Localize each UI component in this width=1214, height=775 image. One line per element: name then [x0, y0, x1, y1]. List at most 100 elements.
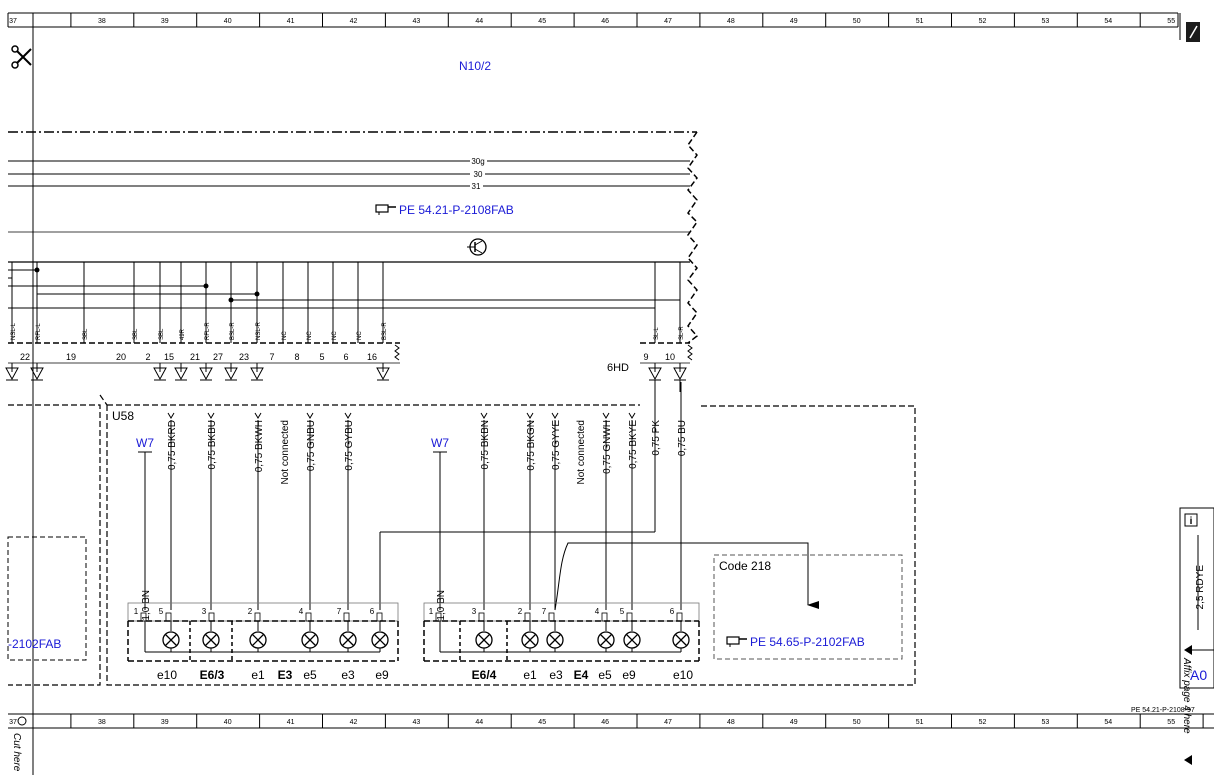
lamp-icon	[623, 631, 641, 649]
connector-pin: 9	[643, 352, 648, 362]
ruler-number: 44	[475, 18, 483, 25]
lamp-pin: 6	[670, 607, 675, 616]
n10-2-box	[8, 131, 699, 344]
top-ruler	[7, 12, 1179, 28]
ruler-number: 55	[1167, 18, 1175, 25]
connector-pin: 19	[66, 352, 76, 362]
lamp-pin: 2	[518, 607, 523, 616]
top-reference-link[interactable]: PE 54.21-P-2108FAB	[399, 203, 514, 217]
connector-pin: 8	[294, 352, 299, 362]
terminal-icon	[306, 412, 314, 419]
lamp-icon	[202, 631, 220, 649]
cut-here-label: Cut here	[11, 733, 22, 772]
lamp-pin: 5	[159, 607, 164, 616]
pointing-hand-icon	[375, 204, 396, 215]
ruler-number: 53	[1042, 18, 1050, 25]
connector-pin: 20	[116, 352, 126, 362]
lamp-label: e1	[251, 668, 265, 682]
lamp-label: e10	[157, 668, 177, 682]
signal-tag: NC	[282, 331, 288, 340]
code-218-reference-link[interactable]: PE 54.65-P-2102FAB	[750, 635, 865, 649]
terminal-icon	[254, 412, 262, 419]
ruler-number: 54	[1104, 18, 1112, 25]
cut-marker	[17, 716, 27, 726]
signal-tag: RFL-L	[36, 323, 42, 340]
lamp-pin: 5	[620, 607, 625, 616]
pen-icon	[1186, 22, 1200, 42]
lamp-pin: 2	[248, 607, 253, 616]
supply-buses	[8, 160, 690, 187]
lamp-pin: 6	[370, 607, 375, 616]
ruler-number: 43	[413, 18, 421, 25]
lamp-pin: 7	[337, 607, 342, 616]
arrow-left-icon[interactable]	[1184, 755, 1192, 765]
wire-label: 0,75 BKRD	[167, 420, 178, 470]
ruler-number: 45	[538, 719, 546, 726]
lamp-label: e9	[622, 668, 636, 682]
ruler-number: 50	[853, 18, 861, 25]
terminal-triangle-icon	[250, 367, 264, 381]
terminal-icon	[628, 412, 636, 419]
left-external-box	[7, 536, 87, 661]
connector-terminals	[5, 363, 687, 392]
terminal-triangle-icon	[174, 367, 188, 381]
lamp-pin: 3	[472, 607, 477, 616]
ruler-number: 55	[1167, 719, 1175, 726]
code-218-label: Code 218	[719, 559, 771, 573]
signal-tag: BSL-R	[230, 322, 236, 340]
ruler-number: 42	[350, 719, 358, 726]
ruler-number: 41	[287, 719, 295, 726]
ruler-number: 53	[1042, 719, 1050, 726]
ruler-number: 51	[916, 719, 924, 726]
bus-31-label: 31	[472, 182, 481, 191]
scissors-icon	[11, 45, 32, 69]
lamp-label: E3	[278, 668, 293, 682]
connector-pin: 6	[343, 352, 348, 362]
ruler-number: 37	[9, 18, 17, 25]
left-reference-link[interactable]: -2102FAB	[8, 637, 61, 651]
terminal-triangle-icon	[5, 367, 19, 381]
internal-wiring	[8, 267, 681, 343]
ruler-number: 49	[790, 719, 798, 726]
arrow-left-icon[interactable]	[1184, 645, 1192, 655]
wire-label: 0,75 GNWH	[602, 420, 613, 474]
terminal-triangle-icon	[153, 367, 167, 381]
connector-break-right	[687, 344, 693, 361]
lamp-pin: 1	[134, 607, 139, 616]
side-tag: A0	[1190, 667, 1207, 683]
info-icon[interactable]	[1184, 513, 1198, 527]
lamp-symbols	[162, 621, 690, 652]
connector-pin: 10	[665, 352, 675, 362]
bus-30g-label: 30g	[471, 157, 484, 166]
terminal-triangle-icon	[648, 367, 662, 381]
lamp-pin: 4	[595, 607, 600, 616]
ruler-number: 38	[98, 18, 106, 25]
bottom-ruler-ticks: 3738394041424344454647484950515253545556	[9, 714, 1204, 728]
side-wire-label: 2,5 RDYE	[1195, 565, 1206, 610]
connector-pin: 16	[367, 352, 377, 362]
wire-label: 0,75 GNBU	[306, 420, 317, 471]
ruler-number: 48	[727, 18, 735, 25]
ruler-number: 40	[224, 719, 232, 726]
left-ground-label: W7	[136, 436, 154, 450]
connector-pin: 7	[269, 352, 274, 362]
terminal-triangle-icon	[376, 367, 390, 381]
ruler-number: 45	[538, 18, 546, 25]
connector-pin: 15	[164, 352, 174, 362]
wire-label: 0,75 BKYE	[628, 420, 639, 469]
wire-label: Not connected	[280, 420, 291, 485]
terminal-triangle-icon	[224, 367, 238, 381]
code-218-box	[713, 554, 903, 660]
right-ground-label: W7	[431, 436, 449, 450]
signal-tag: SL-L	[654, 327, 660, 340]
wire-top-terminals	[167, 412, 636, 419]
lamp-pin: 3	[202, 607, 207, 616]
lamp-icon	[301, 631, 319, 649]
terminal-icon	[551, 412, 559, 419]
terminal-icon	[344, 412, 352, 419]
lamp-icon	[521, 631, 539, 649]
ruler-number: 37	[9, 719, 17, 726]
connector-break-left	[394, 344, 400, 361]
